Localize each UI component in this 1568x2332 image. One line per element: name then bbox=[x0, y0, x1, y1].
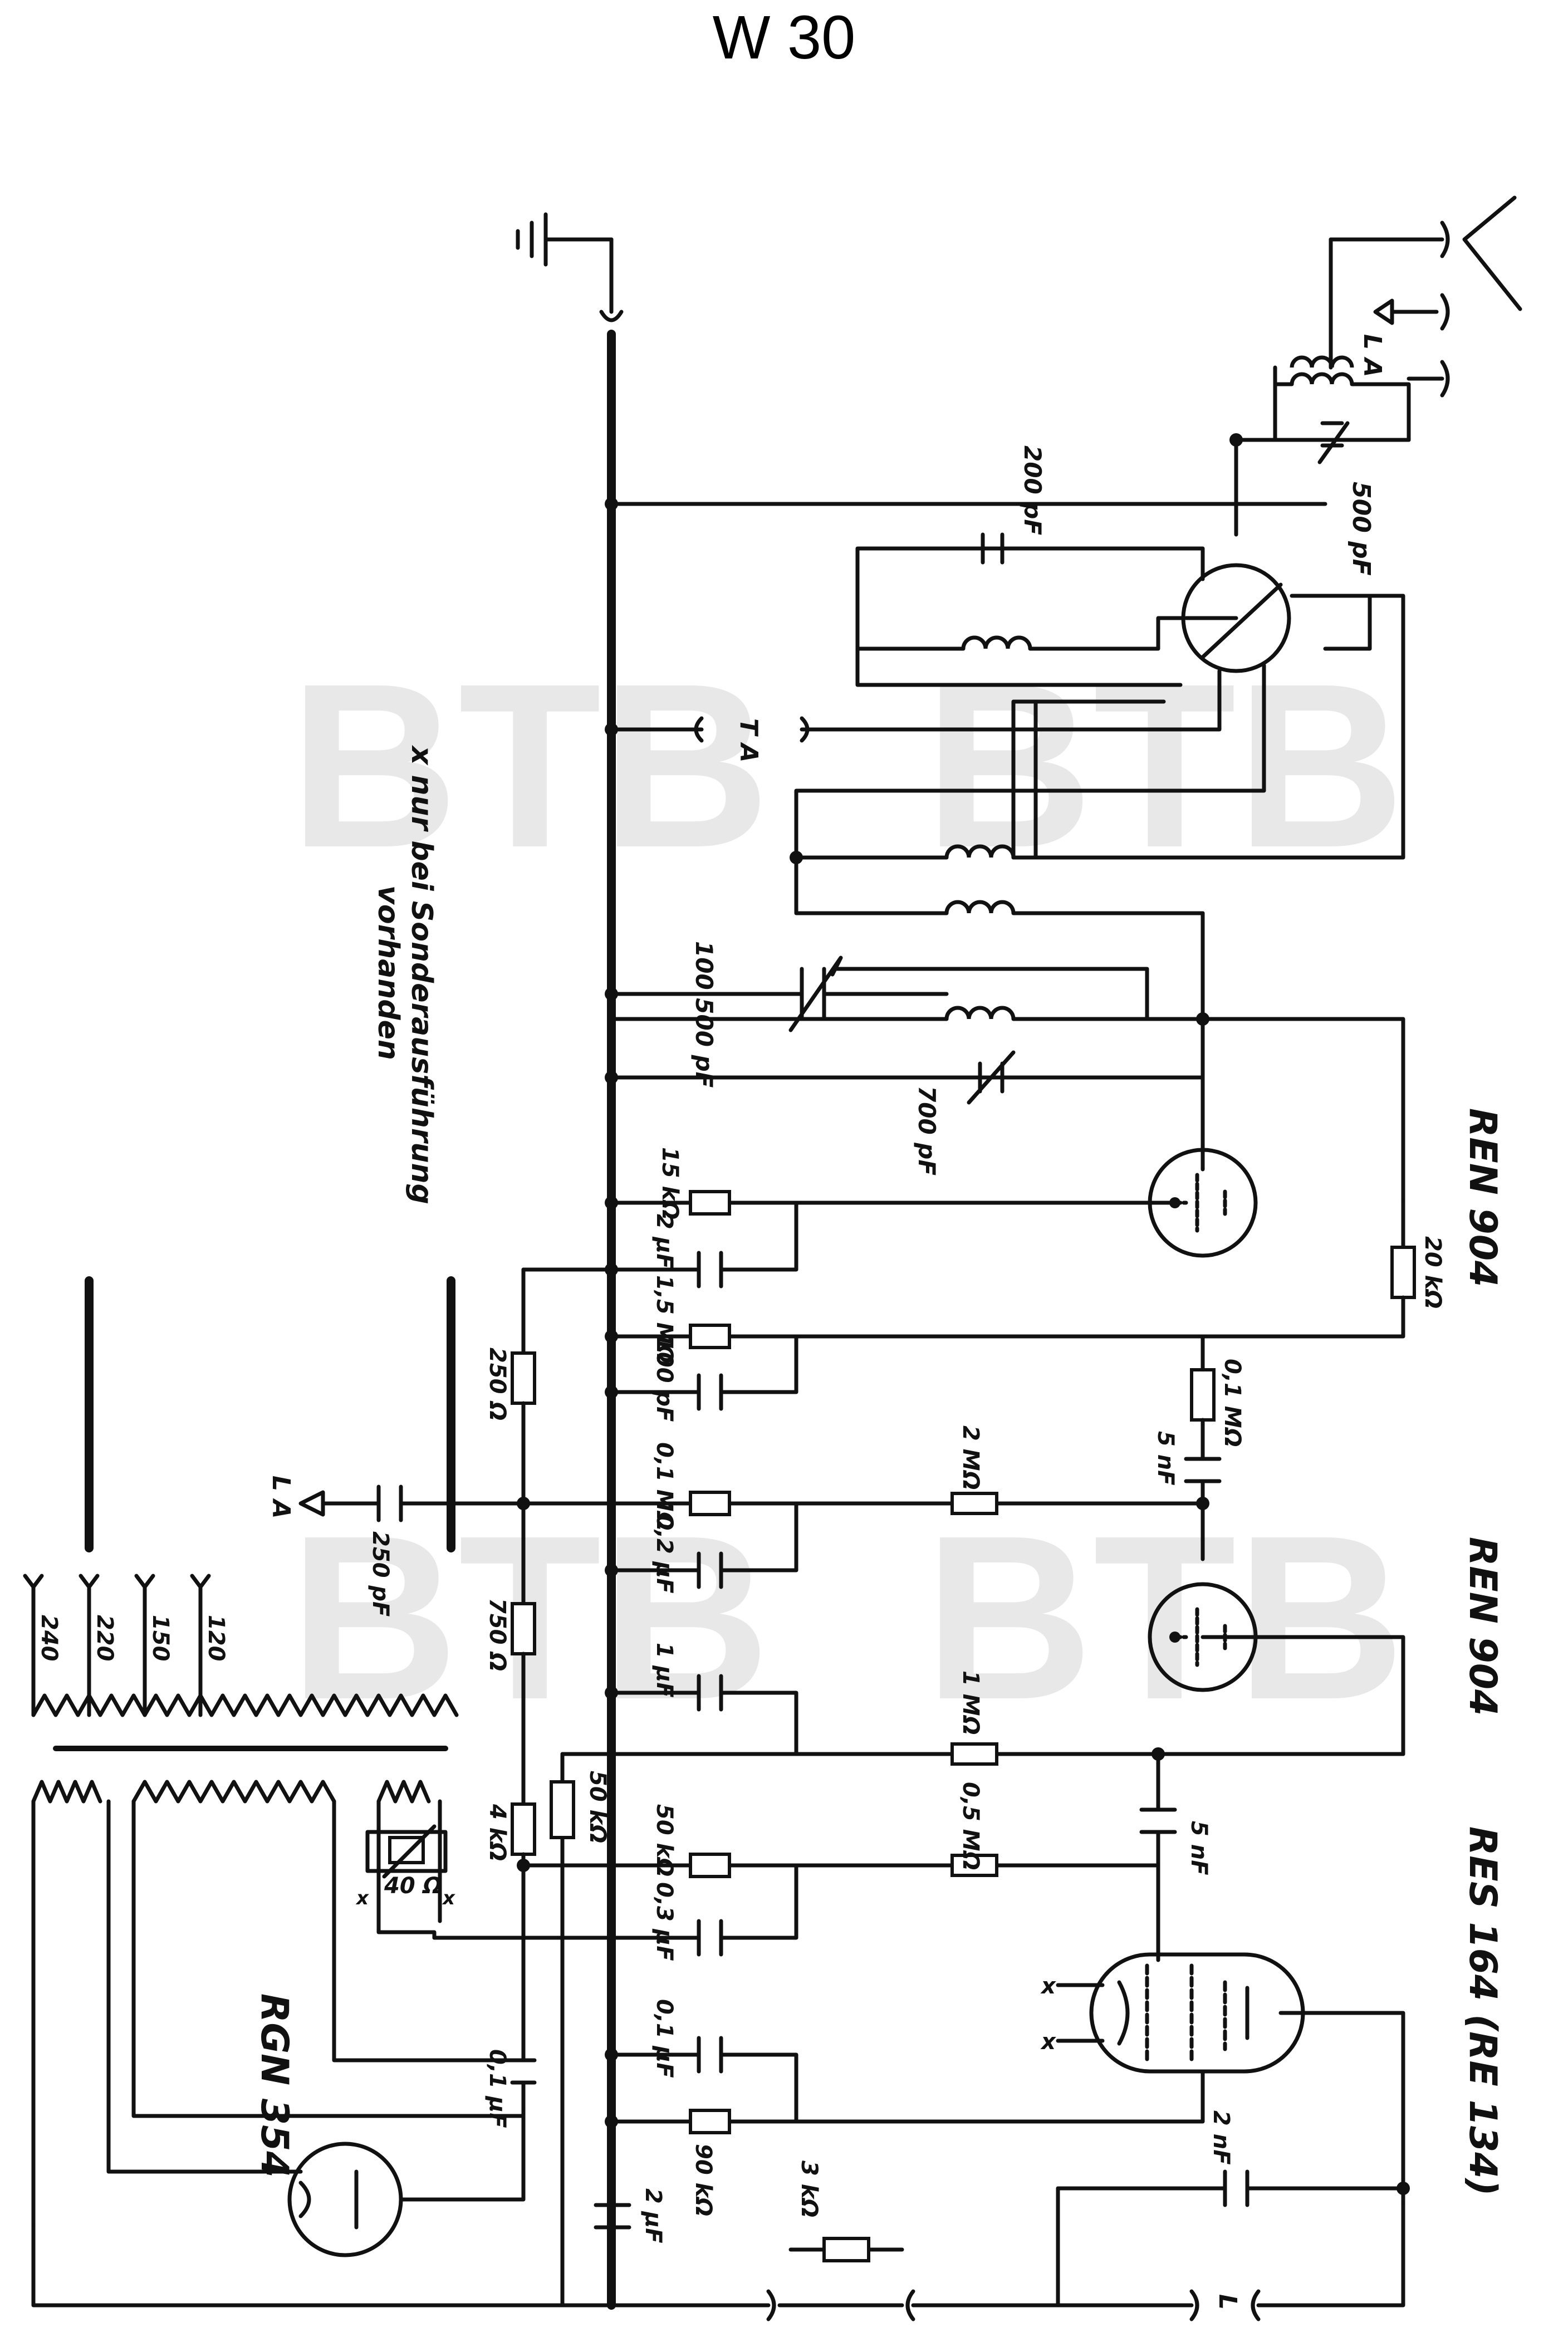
la-left-label: L A bbox=[267, 1476, 295, 1518]
r50k-v-label: 50 kΩ bbox=[585, 1771, 610, 1843]
tap-240: 240 bbox=[36, 1615, 62, 1662]
tuning-section: 100 500 pF 700 pF bbox=[609, 911, 1405, 1205]
r40-label: 40 Ω bbox=[384, 1873, 442, 1899]
c02uf-label: 0,2 µF bbox=[651, 1515, 677, 1594]
c5nf-a-label: 5 nF bbox=[1153, 1431, 1178, 1486]
tube-4-label: RGN 354 bbox=[252, 1993, 296, 2178]
footnote: x nur bei Sonderausführung vorhanden bbox=[371, 744, 438, 1204]
tube-1-label: REN 904 bbox=[1461, 1108, 1505, 1287]
c2uf-a-label: 2 µF bbox=[651, 1214, 677, 1269]
tap-220: 220 bbox=[92, 1615, 117, 1662]
r01m-label: 0,1 MΩ bbox=[651, 1442, 677, 1531]
x-mark-4: x bbox=[442, 1887, 455, 1909]
rc-row-3: 1 µF 1 MΩ 5 nF bbox=[560, 1643, 1405, 1875]
watermark-2: BTB bbox=[924, 635, 1405, 896]
la-top-label: L A bbox=[1358, 334, 1386, 377]
rc-row-2: L A 250 pF 0,1 MΩ 2 MΩ 0,1 MΩ 5 nF 0,2 µ… bbox=[267, 1334, 1245, 1616]
junction-dots bbox=[517, 433, 1410, 2195]
c2uf-b-label: 2 µF bbox=[640, 2188, 666, 2243]
r90k-label: 90 kΩ bbox=[690, 2144, 716, 2216]
c2nf-label: 2 nF bbox=[1208, 2110, 1234, 2165]
c03uf-label: 0,3 µF bbox=[651, 1882, 677, 1961]
coil-switch-section: 200 pF T A bbox=[609, 445, 1405, 915]
c1uf-label: 1 µF bbox=[651, 1643, 677, 1698]
r1m-label: 1 MΩ bbox=[958, 1670, 983, 1735]
watermark-1: BTB bbox=[290, 635, 770, 896]
r250-label: 250 Ω bbox=[484, 1348, 510, 1420]
c250pf-label: 250 pF bbox=[367, 1531, 393, 1616]
supply-line: 250 Ω 750 Ω 4 kΩ 0,1 µF 50 kΩ bbox=[484, 1267, 614, 2307]
c01uf-b-label: 0,1 µF bbox=[651, 1999, 677, 2078]
r15k-label: 15 kΩ bbox=[657, 1147, 683, 1219]
c500a-label: 500 pF bbox=[1347, 482, 1375, 576]
tap-120: 120 bbox=[203, 1615, 229, 1662]
schematic-title: W 30 bbox=[713, 3, 856, 72]
tube-ren904-1: REN 904 bbox=[1148, 1108, 1505, 1287]
note-line-1: x nur bei Sonderausführung bbox=[405, 744, 438, 1204]
rc-row-4: 50 kΩ 0,5 MΩ 0,3 µF bbox=[432, 1782, 1160, 1962]
tube-ren904-2: REN 904 bbox=[1148, 1537, 1505, 1756]
tube-res164: x x RES 164 (RE 134) bbox=[1040, 1826, 1505, 2207]
antenna-section: L A 500 pF bbox=[1234, 195, 1522, 576]
r750-label: 750 Ω bbox=[484, 1598, 510, 1671]
r50k-label: 50 kΩ bbox=[651, 1804, 677, 1877]
power-transformer: 40 Ω x x 240 220 150 120 bbox=[23, 1276, 526, 2224]
r3k-label: 3 kΩ bbox=[796, 2160, 822, 2217]
watermark-4: BTB bbox=[924, 1487, 1405, 1748]
rc-row-5: 0,1 µF 90 kΩ 2 µF 2 nF bbox=[594, 1999, 1405, 2307]
r1-5m-label: 1,5 MΩ bbox=[651, 1275, 677, 1364]
l-label: L bbox=[1213, 2294, 1242, 2310]
c200-label: 200 pF bbox=[1019, 445, 1046, 535]
r05m-label: 0,5 MΩ bbox=[958, 1782, 983, 1870]
ground-bus bbox=[516, 212, 624, 2310]
x-mark-2: x bbox=[1040, 2029, 1056, 2055]
bottom-section: L 3 kΩ bbox=[31, 2160, 1405, 2321]
c100-500-label: 100 500 pF bbox=[690, 941, 718, 1088]
rc-row-1: 15 kΩ 2 µF 20 kΩ 1,5 MΩ 100 pF bbox=[609, 1147, 1445, 1422]
c5nf-b-label: 5 nF bbox=[1186, 1821, 1212, 1875]
x-mark-3: x bbox=[355, 1887, 369, 1909]
tube-2-label: REN 904 bbox=[1461, 1537, 1505, 1716]
ta-label: T A bbox=[734, 718, 763, 762]
antenna-icon bbox=[1462, 195, 1522, 311]
r01m-b-label: 0,1 MΩ bbox=[1219, 1359, 1245, 1447]
tube-3-label: RES 164 (RE 134) bbox=[1461, 1826, 1505, 2196]
tap-150: 150 bbox=[148, 1615, 173, 1662]
note-line-2: vorhanden bbox=[371, 885, 405, 1060]
c100pf-label: 100 pF bbox=[651, 1336, 677, 1422]
r2m-label: 2 MΩ bbox=[958, 1425, 983, 1490]
tube-rgn354: RGN 354 bbox=[252, 1993, 526, 2257]
x-mark-1: x bbox=[1040, 1973, 1056, 1999]
r20k-label: 20 kΩ bbox=[1420, 1236, 1445, 1309]
watermark-group: BTB BTB BTB BTB bbox=[290, 635, 1405, 1748]
c700-label: 700 pF bbox=[913, 1086, 940, 1175]
r4k-label: 4 kΩ bbox=[484, 1804, 510, 1861]
